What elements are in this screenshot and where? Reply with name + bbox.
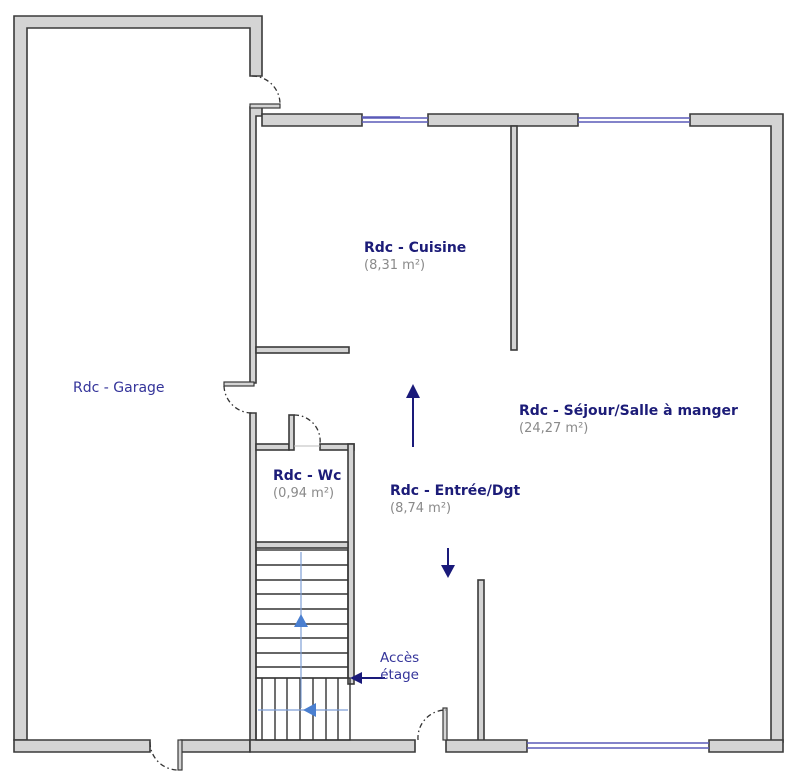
room-name: Rdc - Cuisine [364, 240, 467, 256]
wall-cuisine-sejour [510, 125, 518, 351]
door-garage-bottom [149, 739, 183, 771]
window-cuisine [362, 117, 428, 123]
room-area: (8,31 m²) [364, 257, 426, 273]
stairs-annotation-line2: étage [380, 666, 419, 683]
room-label-cuisine: Rdc - Cuisine (8,31 m²) [364, 240, 466, 274]
house-bottom-wall [249, 739, 784, 753]
garage-walls [13, 15, 263, 753]
wall-sejour-entree [477, 579, 485, 743]
room-label-sejour: Rdc - Séjour/Salle à manger (24,27 m²) [519, 403, 738, 437]
stairs-annotation-line1: Accès [380, 650, 420, 666]
arrow-left-stairs-icon [350, 672, 385, 684]
room-name: Rdc - Entrée/Dgt [390, 483, 521, 499]
window-sejour-top [578, 117, 690, 123]
door-garage-entree [223, 381, 255, 414]
room-name: Rdc - Séjour/Salle à manger [519, 403, 738, 419]
room-label-entree: Rdc - Entrée/Dgt (8,74 m²) [390, 483, 520, 517]
room-area: (0,94 m²) [273, 485, 335, 501]
room-name: Rdc - Garage [73, 380, 165, 396]
room-label-garage: Rdc - Garage [73, 380, 165, 398]
stairs-annotation: Accès étage [380, 650, 419, 684]
room-area: (24,27 m²) [519, 420, 589, 436]
arrow-down-icon [441, 548, 455, 578]
door-entrance [417, 707, 448, 741]
staircase [255, 549, 351, 741]
room-area: (8,74 m²) [390, 500, 452, 516]
stair-up-arrow-icon [294, 614, 308, 627]
room-name: Rdc - Wc [273, 468, 342, 484]
wall-cuisine-bottom [255, 346, 350, 354]
arrow-up-icon [406, 384, 420, 447]
room-label-wc: Rdc - Wc (0,94 m²) [273, 468, 341, 502]
window-sejour-bottom [527, 742, 709, 749]
door-wc [293, 414, 321, 447]
stair-left-arrow-icon [303, 703, 316, 717]
interior-wall-garage-house [249, 106, 263, 741]
door-garage-exterior-top [249, 75, 281, 109]
